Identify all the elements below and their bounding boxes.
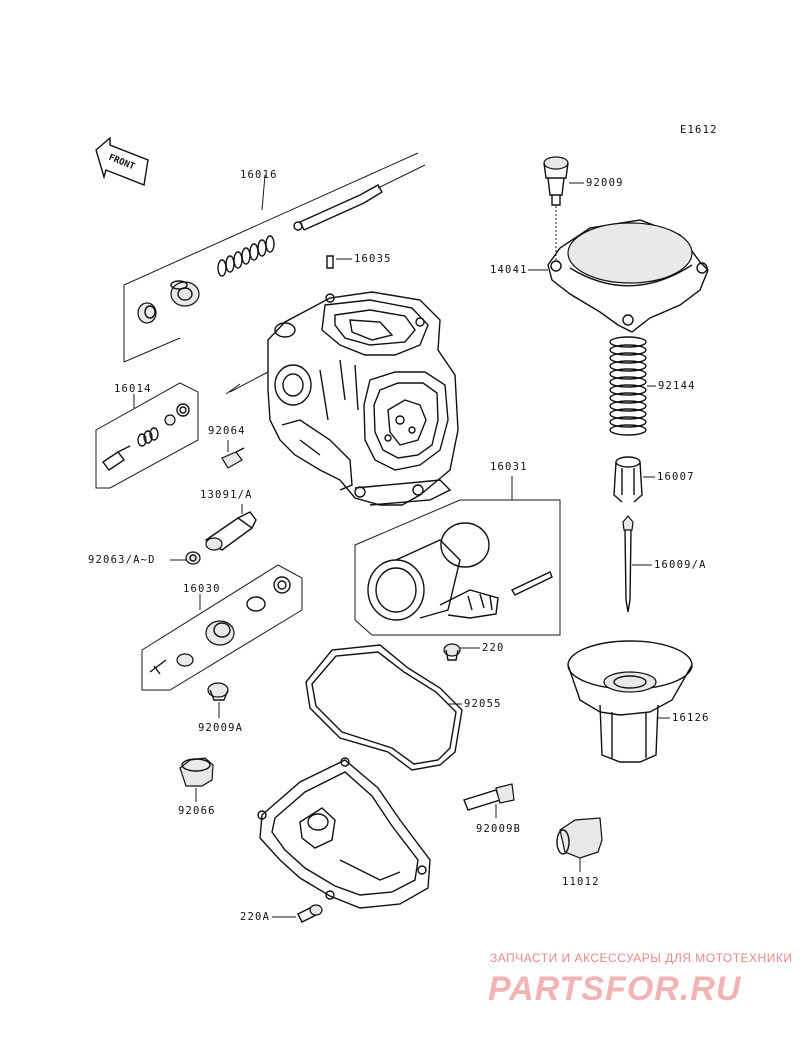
callout-92009B: 92009B — [463, 783, 521, 835]
callout-13091A: 13091/A — [200, 489, 257, 551]
label-92055: 92055 — [464, 698, 502, 710]
label-92009: 92009 — [586, 177, 624, 189]
label-14041: 14041 — [490, 264, 528, 276]
spring-part — [217, 235, 275, 277]
label-16016: 16016 — [240, 169, 278, 181]
group-16014: 16014 — [95, 382, 199, 489]
diagram-code: E1612 — [680, 124, 718, 136]
callout-92064: 92064 — [208, 425, 246, 469]
label-16014: 16014 — [114, 383, 152, 395]
label-16035: 16035 — [354, 253, 392, 265]
callout-16035: 16035 — [326, 253, 392, 269]
carburetor-body — [225, 291, 459, 506]
float-bowl — [257, 757, 431, 909]
group-16030: 16030 — [141, 564, 303, 691]
label-16009A: 16009/A — [654, 559, 707, 571]
label-16030: 16030 — [183, 583, 221, 595]
callout-16007: 16007 — [613, 456, 695, 503]
label-92066: 92066 — [178, 805, 216, 817]
group-16031: 16031 — [354, 461, 561, 636]
nut-part — [170, 280, 200, 307]
watermark-tagline: ЗАПЧАСТИ И АКСЕССУАРЫ ДЛЯ МОТОТЕХНИКИ — [490, 951, 792, 965]
watermark: ЗАПЧАСТИ И АКСЕССУАРЫ ДЛЯ МОТОТЕХНИКИ PA… — [488, 951, 792, 1008]
group-16016: 16016 — [123, 152, 426, 363]
watermark-logo: PARTSFOR.RU — [488, 970, 742, 1008]
front-label: FRONT — [107, 153, 136, 173]
label-13091A: 13091/A — [200, 489, 253, 501]
callout-92009A: 92009A — [198, 682, 243, 734]
callout-92066: 92066 — [178, 757, 216, 817]
cap-part — [137, 302, 157, 324]
callout-92055: 92055 — [305, 644, 502, 771]
label-92064: 92064 — [208, 425, 246, 437]
callout-14041: 14041 — [490, 219, 709, 333]
callout-92063: 92063/A~D — [88, 551, 201, 566]
label-16126: 16126 — [672, 712, 710, 724]
callout-16009A: 16009/A — [622, 515, 707, 613]
label-92063: 92063/A~D — [88, 554, 156, 566]
callout-11012: 11012 — [556, 817, 603, 888]
label-16007: 16007 — [657, 471, 695, 483]
callout-220A: 220A — [240, 904, 323, 923]
label-11012: 11012 — [562, 876, 600, 888]
label-220: 220 — [482, 642, 505, 654]
callout-92144: 92144 — [609, 336, 696, 436]
label-92144: 92144 — [658, 380, 696, 392]
label-92009B: 92009B — [476, 823, 521, 835]
rod-part — [299, 194, 365, 231]
label-220A: 220A — [240, 911, 270, 923]
label-16031: 16031 — [490, 461, 528, 473]
label-92009A: 92009A — [198, 722, 243, 734]
callout-220: 220 — [443, 642, 505, 661]
front-arrow-icon: FRONT — [95, 136, 149, 186]
callout-92009: 92009 — [543, 156, 624, 262]
callout-16126: 16126 — [567, 640, 710, 763]
